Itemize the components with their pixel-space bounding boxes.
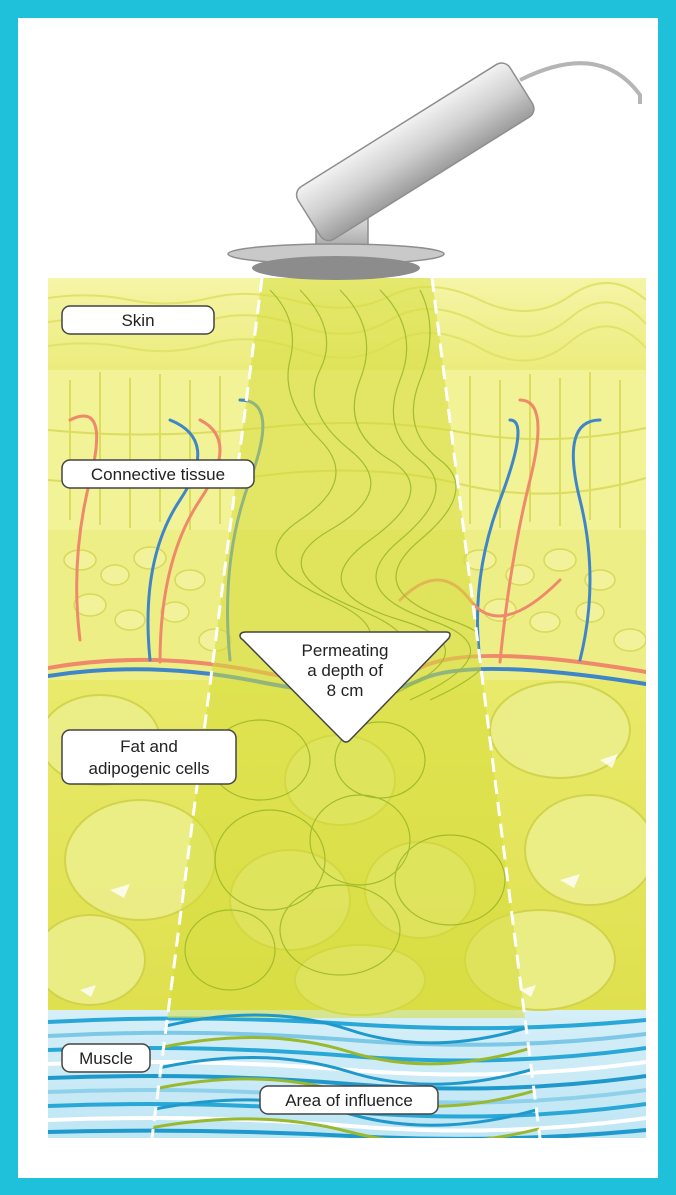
label-fat-line2: adipogenic cells [89, 759, 210, 778]
depth-callout-line3: 8 cm [327, 681, 364, 700]
label-fat-line1: Fat and [120, 737, 178, 756]
label-fat: Fat and adipogenic cells [62, 730, 236, 784]
depth-callout-line1: Permeating [302, 641, 389, 660]
label-skin-text: Skin [121, 311, 154, 330]
label-connective-tissue-text: Connective tissue [91, 465, 225, 484]
label-area-of-influence: Area of influence [260, 1086, 438, 1114]
depth-callout-line2: a depth of [307, 661, 383, 680]
label-connective-tissue: Connective tissue [62, 460, 254, 488]
label-muscle: Muscle [62, 1044, 150, 1072]
label-skin: Skin [62, 306, 214, 334]
label-muscle-text: Muscle [79, 1049, 133, 1068]
label-area-of-influence-text: Area of influence [285, 1091, 413, 1110]
probe-head [252, 256, 420, 280]
